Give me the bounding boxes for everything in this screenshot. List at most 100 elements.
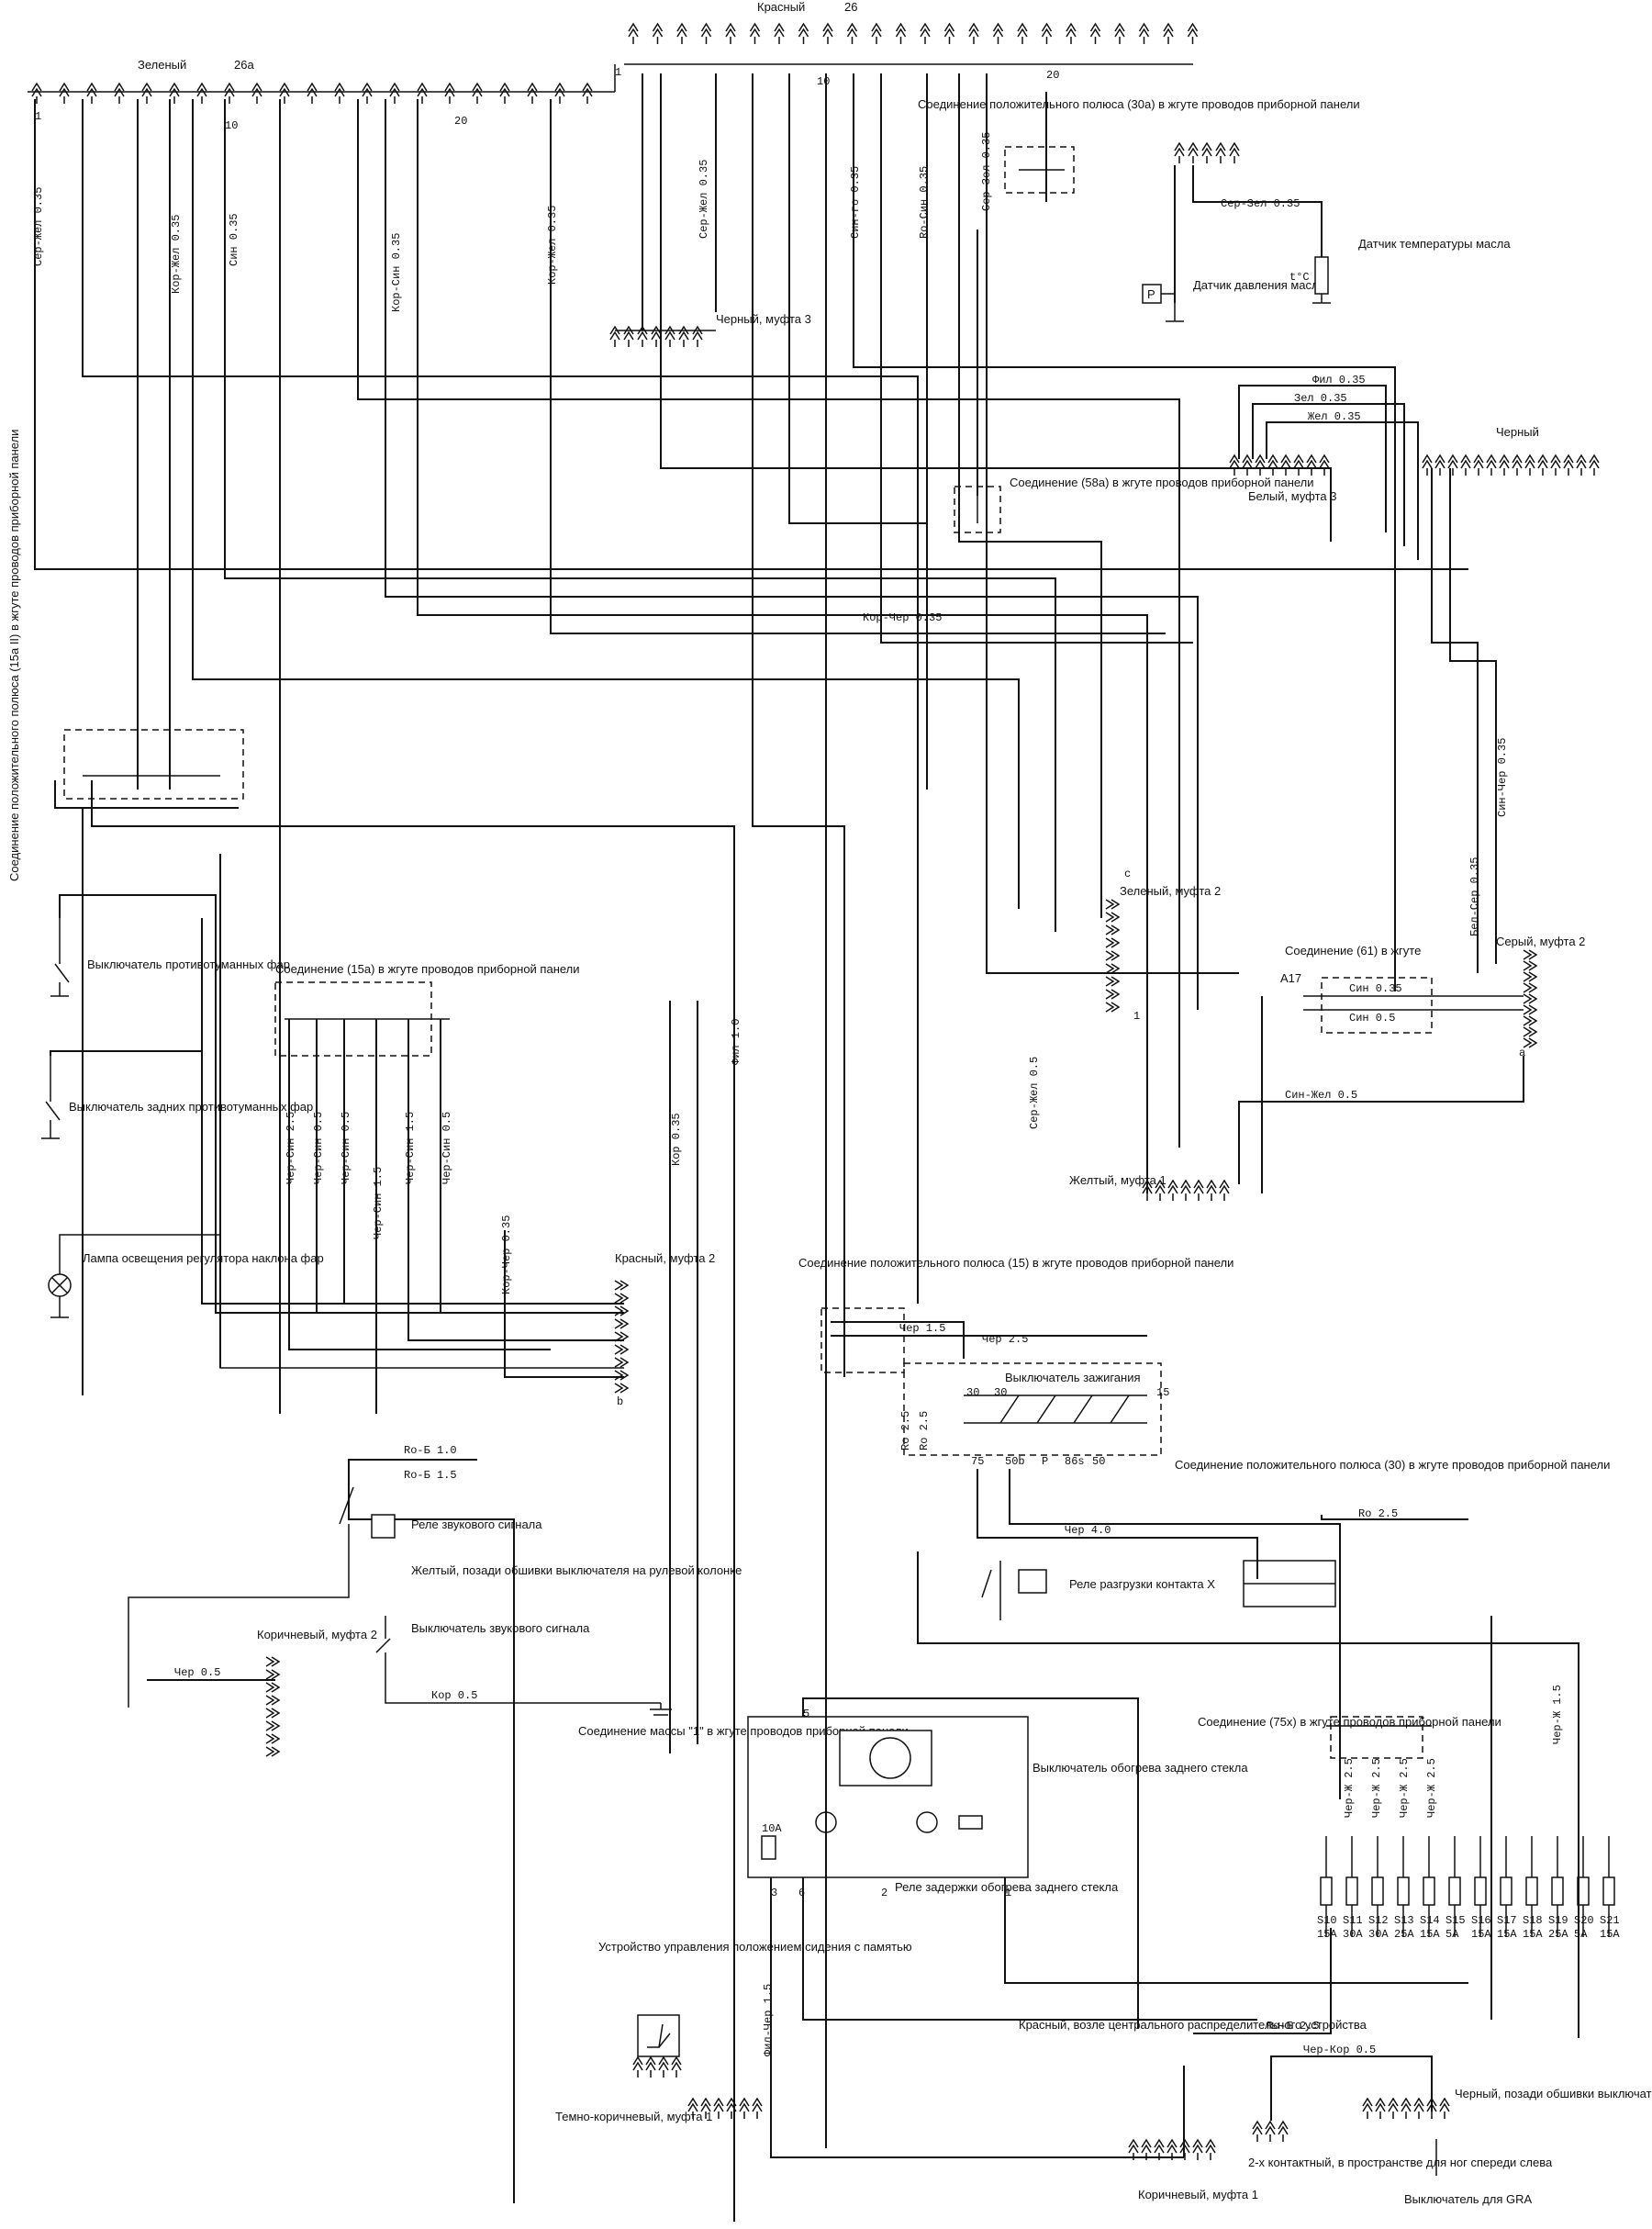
h-pin-5: 5 xyxy=(803,1708,809,1720)
connector-pin xyxy=(1166,2138,1178,2154)
green-connector-top xyxy=(31,82,593,104)
pin-10: 10 xyxy=(817,75,830,88)
junction-15a-drops xyxy=(288,1019,624,1414)
heater-box xyxy=(747,1716,1029,1878)
connector-pin xyxy=(499,82,510,97)
fuse-id: S21 xyxy=(1600,1914,1620,1927)
connector-pin xyxy=(1460,454,1471,469)
connector-pin xyxy=(749,22,761,38)
connector-pin xyxy=(1422,454,1433,469)
yellow-clutch1-connector xyxy=(1142,1179,1230,1201)
connector-pin xyxy=(628,22,639,38)
ign-75: 75 xyxy=(971,1455,984,1468)
wire-label: Кор-Син 0.35 xyxy=(390,233,403,312)
connector-pin xyxy=(1439,2097,1450,2112)
connector-pin xyxy=(992,22,1004,38)
connector-pin xyxy=(1388,2097,1399,2112)
fuse-id: S15 xyxy=(1446,1914,1466,1927)
relief-relay-label: Реле разгрузки контакта X xyxy=(1069,1577,1215,1591)
black-right-connector xyxy=(1422,454,1600,476)
connector-pin xyxy=(251,82,262,97)
connector-pin xyxy=(645,2055,656,2071)
connector-pin xyxy=(658,2055,669,2071)
connector-pin xyxy=(196,82,207,97)
seat-memory-connector xyxy=(632,2055,682,2078)
wire-label: Кор-Жел 0.35 xyxy=(170,215,183,294)
connector-pin xyxy=(1589,454,1600,469)
heater-relay-icon xyxy=(839,1730,932,1787)
heater-relay-label: Реле задержки обогрева заднего стекла xyxy=(895,1880,1119,1894)
connector-pin xyxy=(1486,454,1497,469)
heater-lamp-icon xyxy=(815,1811,837,1833)
fog-switch-label: Выключатель противотуманных фар xyxy=(87,958,290,971)
connector-pin xyxy=(1306,454,1317,469)
fuse-icon xyxy=(1602,1876,1615,1906)
connector-pin xyxy=(1017,22,1028,38)
connector-pin xyxy=(1447,454,1458,469)
connector-pin xyxy=(1089,22,1101,38)
connector-pin xyxy=(1252,2120,1263,2135)
wire-label: Син 0.35 xyxy=(228,213,240,266)
connector-pin xyxy=(31,82,42,97)
horn-relay-icon xyxy=(371,1514,396,1539)
gray-clutch2-connector xyxy=(1523,949,1538,1048)
connector-pin xyxy=(1280,454,1291,469)
connector-pin xyxy=(224,82,235,97)
connector-pin xyxy=(1192,2138,1203,2154)
ground-icon xyxy=(650,1703,672,1716)
wire-label: Сер-Жел 0.5 xyxy=(1028,1057,1041,1129)
connector-pin xyxy=(713,2097,724,2112)
connector-pin xyxy=(1105,989,1121,1000)
green-top-num: 26а xyxy=(234,58,254,72)
red-central-label: Красный, возле центрального распределите… xyxy=(1019,2018,1367,2032)
connector-pin xyxy=(1434,454,1446,469)
connector-pin xyxy=(1219,1179,1230,1194)
green-top-label: Зеленый xyxy=(138,58,186,72)
horn-wires: Ro-Б 1.0 Ro-Б 1.5 xyxy=(128,1444,515,2203)
connector-pin xyxy=(1066,22,1077,38)
connector-pin xyxy=(614,1344,630,1355)
connector-pin xyxy=(651,325,662,341)
connector-pin xyxy=(609,325,620,341)
svg-text:Соединение (58а) в жгуте прово: Соединение (58а) в жгуте проводов прибор… xyxy=(1010,476,1314,489)
heater-lamp-icon xyxy=(916,1811,938,1833)
junction-30a-text: Соединение положительного полюса (30а) в… xyxy=(918,97,1360,111)
wire-label: Чер-Ж 1.5 xyxy=(1551,1685,1564,1744)
connector-pin xyxy=(725,22,736,38)
wire-label: Сер-Жел 0.35 xyxy=(32,187,45,266)
connector-pin xyxy=(1523,982,1538,993)
heater-resistor-icon xyxy=(958,1815,983,1830)
fuse-block: S1015AS1130AS1230AS1325AS1415AS155AS1615… xyxy=(1317,1836,1620,1941)
connector-pin xyxy=(798,22,809,38)
connector-pin xyxy=(692,325,703,341)
ign-15: 15 xyxy=(1156,1386,1169,1399)
fog-switch-icon xyxy=(50,894,624,1314)
connector-pin xyxy=(671,2055,682,2071)
seat-memory-icon xyxy=(637,2014,680,2057)
h-pin-10A: 10А xyxy=(762,1822,782,1835)
yellow-clutch1-label: Желтый, муфта 1 xyxy=(1069,1173,1166,1187)
connector-pin xyxy=(1563,454,1574,469)
wire-label: Син-го 0.35 xyxy=(849,166,862,239)
pin-1c: 1 xyxy=(1133,1010,1140,1023)
wire-label: Кор 0.5 xyxy=(431,1689,477,1702)
junction-30-label: Соединение положительного полюса (30) в … xyxy=(1175,1458,1610,1472)
connector-pin xyxy=(1105,924,1121,935)
connector-pin xyxy=(1205,2138,1216,2154)
fuse-amp: 25A xyxy=(1394,1928,1414,1941)
connector-pin xyxy=(265,1733,281,1744)
fuse-id: S13 xyxy=(1394,1914,1414,1927)
connector-pin xyxy=(1154,2138,1165,2154)
connector-pin xyxy=(1413,2097,1424,2112)
fuse-icon xyxy=(1397,1876,1410,1906)
connector-pin xyxy=(1206,1179,1217,1194)
pin-1a: 1 xyxy=(615,66,621,79)
pin-20b: 20 xyxy=(454,115,467,128)
connector-pin xyxy=(1105,976,1121,987)
fuse-amp: 15A xyxy=(1600,1928,1620,1941)
fuse-icon xyxy=(1345,1876,1358,1906)
ign-30b: 30 xyxy=(994,1386,1007,1399)
connector-pin xyxy=(637,325,648,341)
